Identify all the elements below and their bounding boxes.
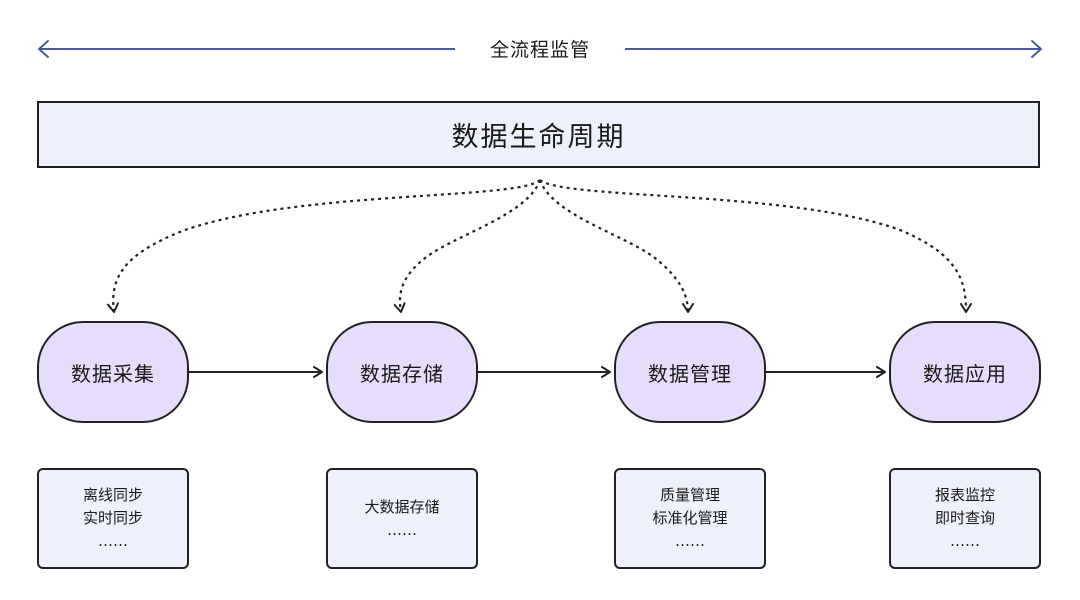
detail-item: 报表监控 — [934, 486, 995, 504]
stage-data-management: 数据管理 — [614, 321, 766, 423]
left-arrowhead-icon — [38, 40, 49, 58]
detail-box-collection: 离线同步 实时同步 …… — [37, 468, 189, 569]
supervision-label: 全流程监管 — [455, 34, 625, 66]
dotted-connector-manage — [538, 179, 694, 313]
detail-item: …… — [387, 520, 417, 539]
stage-data-application: 数据应用 — [889, 321, 1041, 423]
dotted-connector-collect — [107, 179, 541, 313]
stage-label: 数据管理 — [648, 361, 732, 386]
stage-label: 数据采集 — [71, 361, 155, 386]
detail-item: …… — [950, 532, 980, 550]
detail-item: 即时查询 — [934, 509, 995, 527]
detail-item: 质量管理 — [659, 486, 720, 504]
detail-box-storage: 大数据存储 …… — [326, 468, 478, 569]
dotted-connector-apply — [539, 179, 972, 313]
stage-data-collection: 数据采集 — [37, 321, 189, 423]
detail-item: 离线同步 — [82, 486, 143, 504]
detail-item: …… — [675, 532, 705, 550]
detail-item: 标准化管理 — [652, 509, 728, 527]
stage-label: 数据存储 — [360, 361, 444, 386]
detail-box-management: 质量管理 标准化管理 …… — [614, 468, 766, 569]
stage-label: 数据应用 — [923, 361, 1007, 386]
dotted-connector-store — [393, 179, 542, 313]
right-arrowhead-icon — [1031, 40, 1042, 58]
lifecycle-banner: 数据生命周期 — [37, 101, 1040, 168]
detail-item: 实时同步 — [82, 509, 143, 527]
lifecycle-title: 数据生命周期 — [451, 122, 626, 153]
detail-item: 大数据存储 — [364, 497, 440, 516]
detail-box-application: 报表监控 即时查询 …… — [889, 468, 1041, 569]
detail-item: …… — [98, 532, 128, 550]
stage-data-storage: 数据存储 — [326, 321, 478, 423]
